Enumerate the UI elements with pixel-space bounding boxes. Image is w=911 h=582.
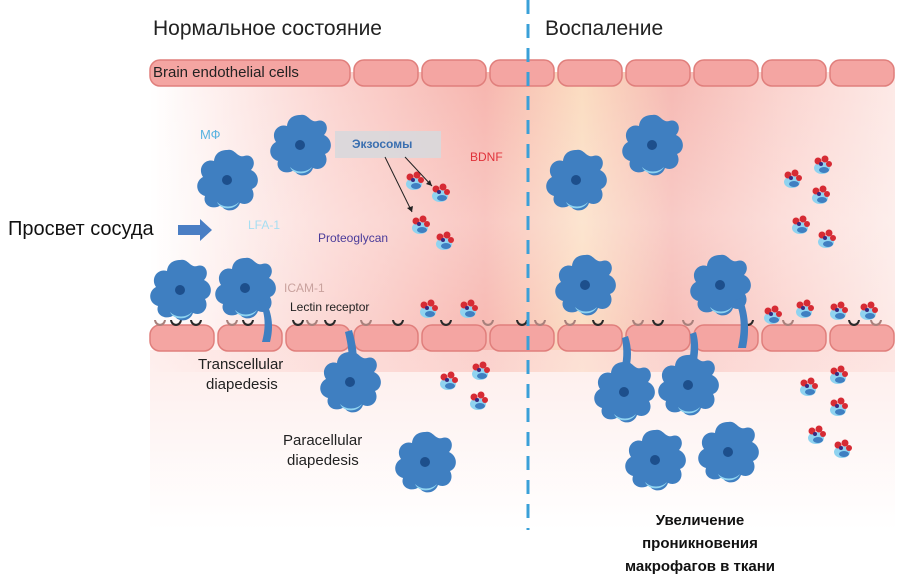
label-endothelial: Brain endothelial cells (153, 64, 299, 81)
label-transcellular-2: diapedesis (206, 376, 278, 393)
tissue-region (150, 350, 895, 530)
exosomes-label-box (335, 131, 441, 158)
title-inflammation: Воспаление (545, 17, 664, 40)
label-lfa1: LFA-1 (248, 218, 281, 232)
label-bdnf: BDNF (470, 150, 503, 164)
label-increase-1: Увеличение (655, 512, 745, 529)
label-lectin: Lectin receptor (290, 300, 370, 314)
label-proteoglycan: Proteoglycan (318, 231, 389, 245)
label-increase-3: макрофагов в ткани (624, 558, 775, 575)
title-normal: Нормальное состояние (153, 17, 382, 40)
label-paracellular-2: diapedesis (287, 452, 359, 469)
label-increase-2: проникновения (642, 535, 758, 552)
endothelium-bottom (149, 324, 895, 352)
label-exosomes: Экзосомы (352, 137, 413, 151)
label-paracellular: Paracellular (283, 432, 363, 449)
label-mf: МФ (200, 127, 221, 142)
lumen-arrow-icon (178, 219, 212, 241)
label-icam1: ICAM-1 (284, 281, 325, 295)
exosome-pointers (384, 156, 433, 213)
endothelium-top (149, 59, 895, 87)
label-lumen: Просвет сосуда (8, 218, 154, 240)
label-transcellular: Transcellular (198, 356, 284, 373)
transcellular-pseudopod (258, 298, 272, 342)
